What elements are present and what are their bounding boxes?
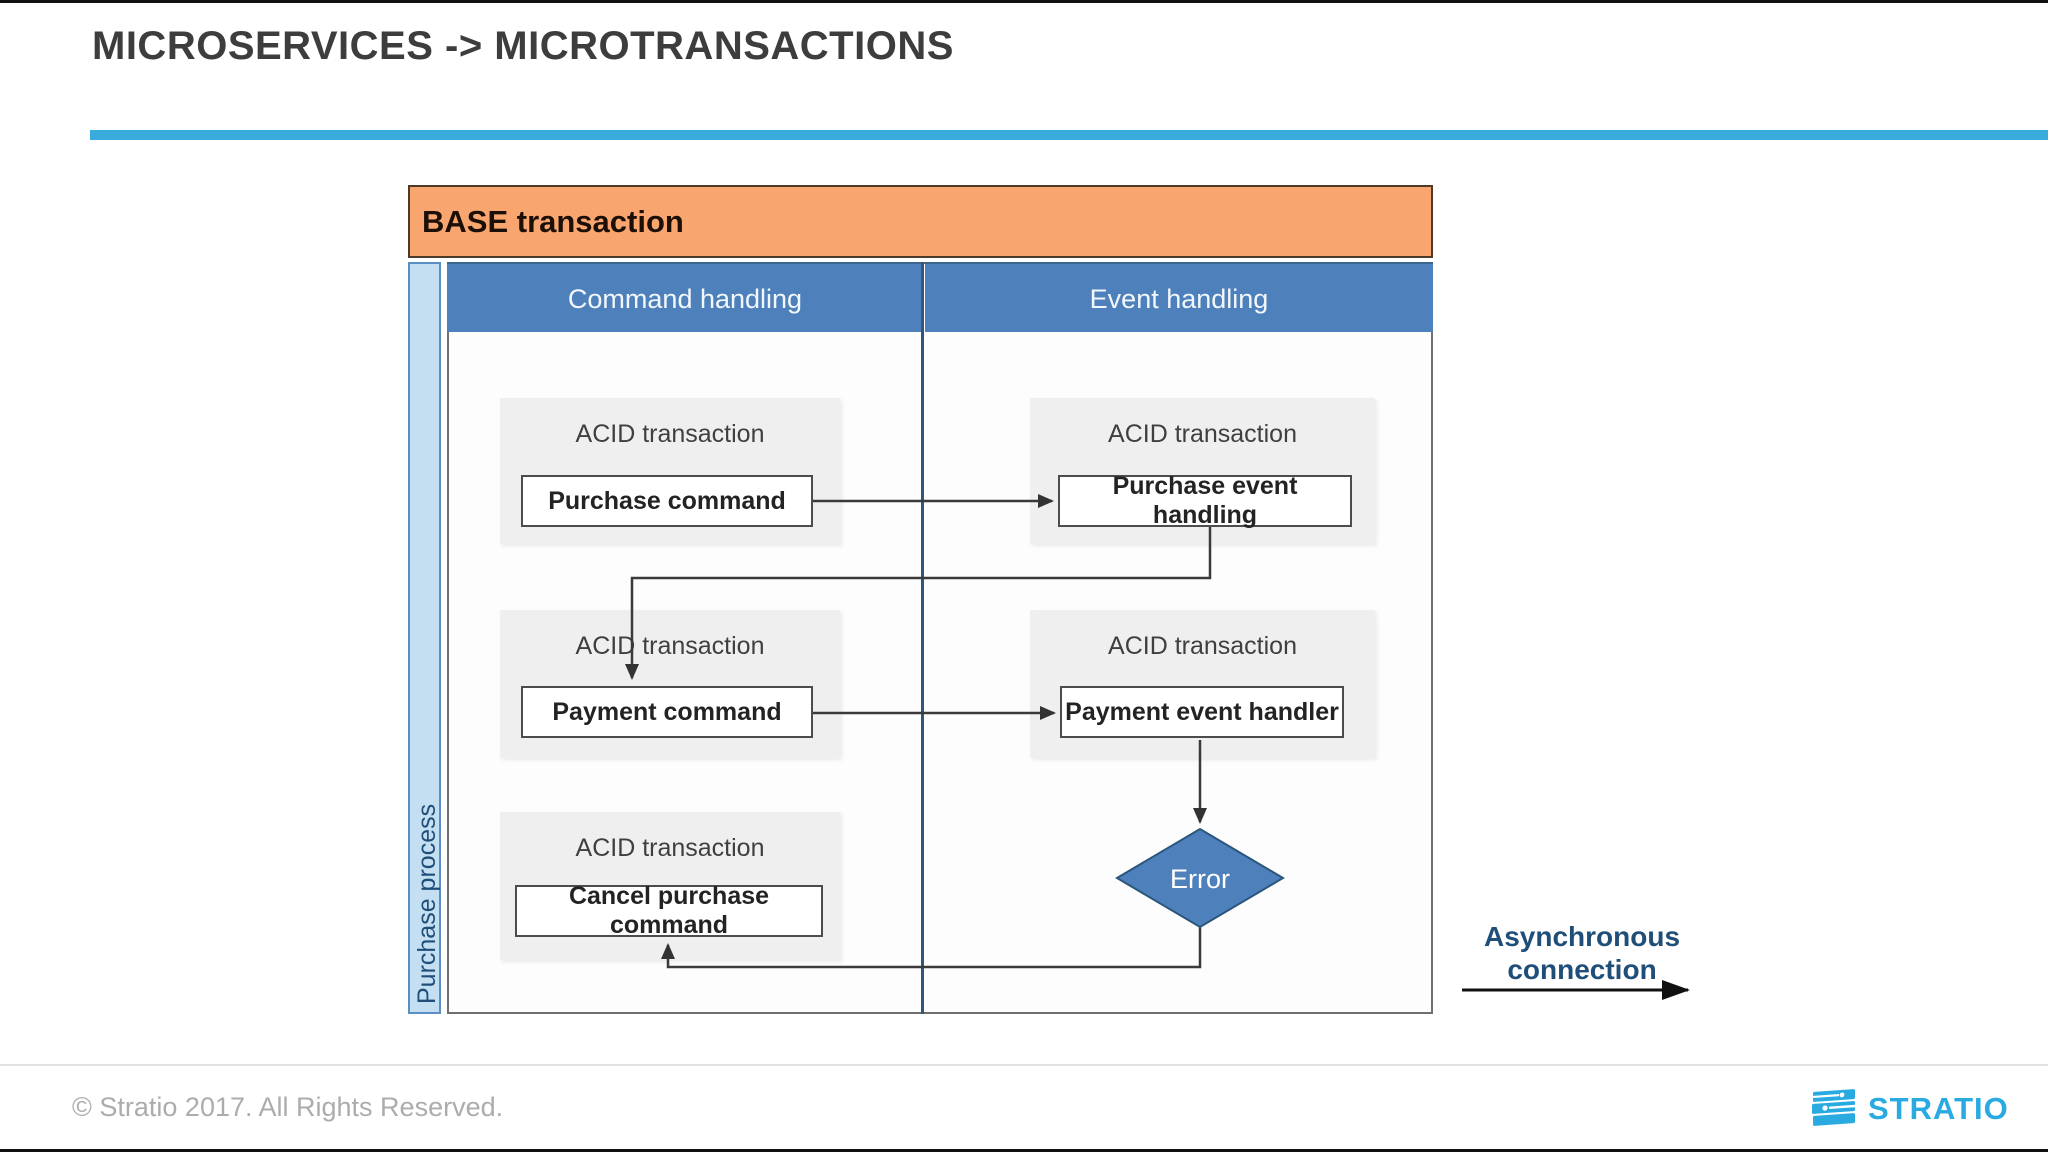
acid-transaction-label: ACID transaction [1108,632,1297,660]
diagram-title: BASE transaction [422,204,684,239]
stratio-logo: STRATIO [1812,1088,2009,1130]
footer-separator [0,1064,2048,1066]
asynchronous-connection-label: Asynchronous connection [1462,920,1702,986]
annotation-line-1: Asynchronous [1483,921,1681,952]
diagram-header: BASE transaction [408,185,1433,258]
top-edge-line [0,0,2048,3]
column-divider [921,262,924,1014]
acid-transaction-label: ACID transaction [575,632,765,660]
stratio-logo-icon [1812,1089,1855,1126]
node-payment-command: Payment command [521,686,813,738]
acid-transaction-label: ACID transaction [1108,420,1297,448]
purchase-process-sidebar [408,262,441,1014]
page-title: MICROSERVICES -> MICROTRANSACTIONS [92,24,954,68]
sidebar-label: Purchase process [413,803,441,1004]
node-purchase-event-handling: Purchase event handling [1058,472,1352,529]
copyright-text: © Stratio 2017. All Rights Reserved. [72,1092,504,1122]
acid-transaction-label: ACID transaction [575,834,765,862]
bottom-edge-line [0,1149,2048,1152]
node-payment-event-handler: Payment event handler [1060,686,1344,738]
stratio-logo-text: STRATIO [1868,1091,2009,1126]
annotation-line-2: connection [1507,954,1657,986]
acid-transaction-label: ACID transaction [575,420,765,448]
node-cancel-purchase-command: Cancel purchase command [515,882,823,939]
column-header-command-handling: Command handling [447,262,923,332]
title-underline [90,130,2048,140]
node-purchase-command: Purchase command [521,475,813,527]
column-header-event-handling: Event handling [925,262,1433,332]
